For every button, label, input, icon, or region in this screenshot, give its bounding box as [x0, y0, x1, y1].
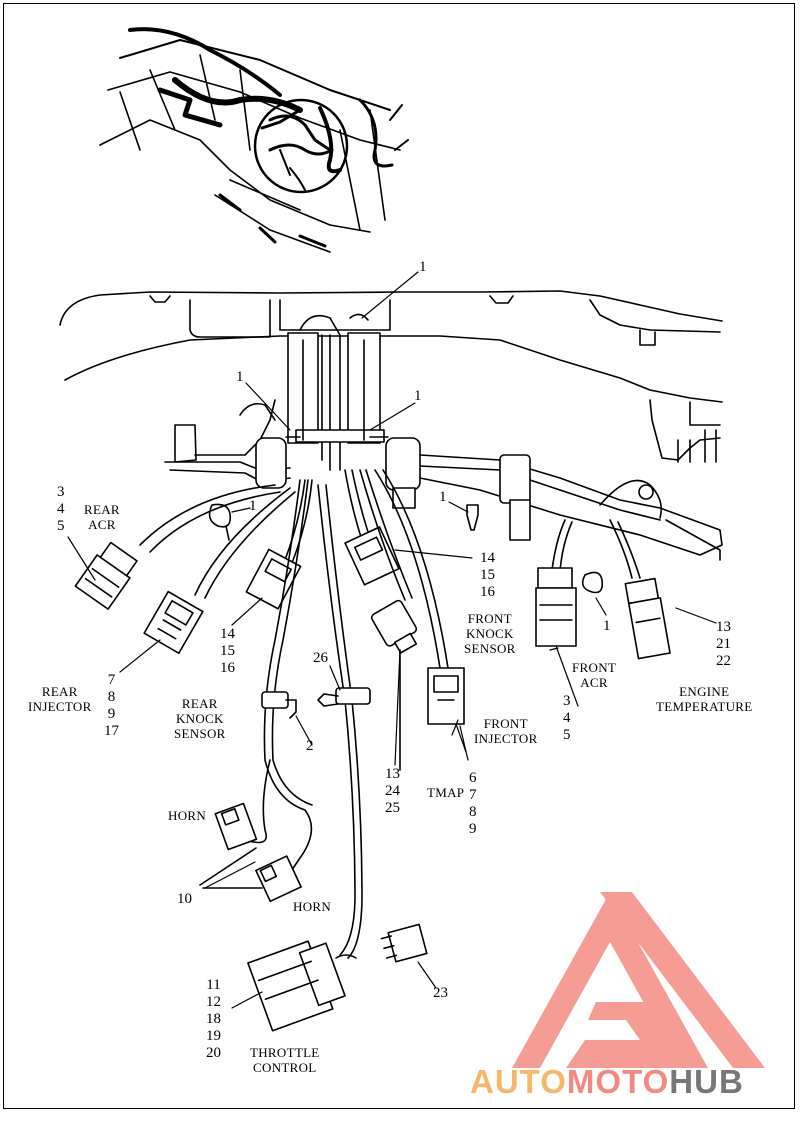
engine-temperature-connector: [609, 519, 671, 660]
tmap-numbers: 13 24 25: [385, 766, 400, 816]
watermark-moto: MOTO: [566, 1063, 670, 1100]
cable-ties: [208, 339, 604, 594]
rear-injector-label: REAR INJECTOR: [28, 684, 92, 714]
engine-temperature-label: ENGINE TEMPERATURE: [656, 684, 753, 714]
leader-lines: [67, 271, 717, 1009]
front-acr-connector: [535, 519, 577, 647]
rear-knock-numbers: 14 15 16: [220, 626, 235, 676]
rear-knock-label: REAR KNOCK SENSOR: [174, 696, 226, 741]
frame-overview-inset: [99, 27, 409, 253]
horn-throttle-harness: [199, 479, 428, 1032]
horn-label-bottom: HORN: [293, 899, 332, 914]
rear-acr-label: REAR ACR: [84, 502, 120, 532]
watermark-auto: AUTO: [470, 1063, 567, 1100]
throttle-control-numbers: 11 12 18 19 20: [206, 977, 221, 1061]
rear-knock-sensor-connector: [245, 479, 313, 610]
horn-label-top: HORN: [168, 808, 207, 823]
left-mount-bracket: [164, 399, 291, 489]
watermark-text: AUTOMOTOHUB: [470, 1063, 744, 1101]
diagram-frame: [3, 3, 795, 1109]
callout-2: 2: [306, 738, 314, 754]
tmap-connector: [359, 469, 418, 771]
front-acr-numbers: 3 4 5: [563, 693, 571, 743]
front-knock-label: FRONT KNOCK SENSOR: [464, 611, 516, 656]
rear-injector-connector: [143, 487, 296, 654]
callout-1-clip: 1: [249, 498, 257, 514]
watermark-hub: HUB: [669, 1063, 744, 1100]
callout-1-left: 1: [236, 369, 244, 385]
front-injector-connector: [374, 469, 465, 725]
throttle-control-label: THROTTLE CONTROL: [250, 1045, 320, 1075]
harness-trunk: [285, 313, 389, 471]
rear-acr-connector: [74, 484, 281, 610]
frame-body: [59, 290, 723, 463]
engine-temperature-numbers: 13 21 22: [716, 619, 731, 669]
callout-1-front: 1: [603, 618, 611, 634]
callout-10: 10: [177, 891, 192, 907]
front-knock-numbers: 14 15 16: [480, 550, 495, 600]
front-injector-numbers: 6 7 8 9: [469, 770, 477, 837]
callout-23: 23: [433, 985, 448, 1001]
rear-acr-numbers: 3 4 5: [57, 484, 65, 534]
tmap-label: TMAP: [427, 785, 465, 800]
callout-1-screw: 1: [439, 489, 447, 505]
rear-injector-numbers: 7 8 9 17: [104, 672, 119, 739]
front-knock-sensor-connector: [344, 469, 400, 586]
front-injector-label: FRONT INJECTOR: [474, 716, 538, 746]
callout-1-right: 1: [414, 388, 422, 404]
front-acr-label: FRONT ACR: [572, 660, 617, 690]
callout-26: 26: [313, 650, 328, 666]
callout-1-top: 1: [419, 259, 427, 275]
right-mount-bracket: [385, 437, 723, 561]
